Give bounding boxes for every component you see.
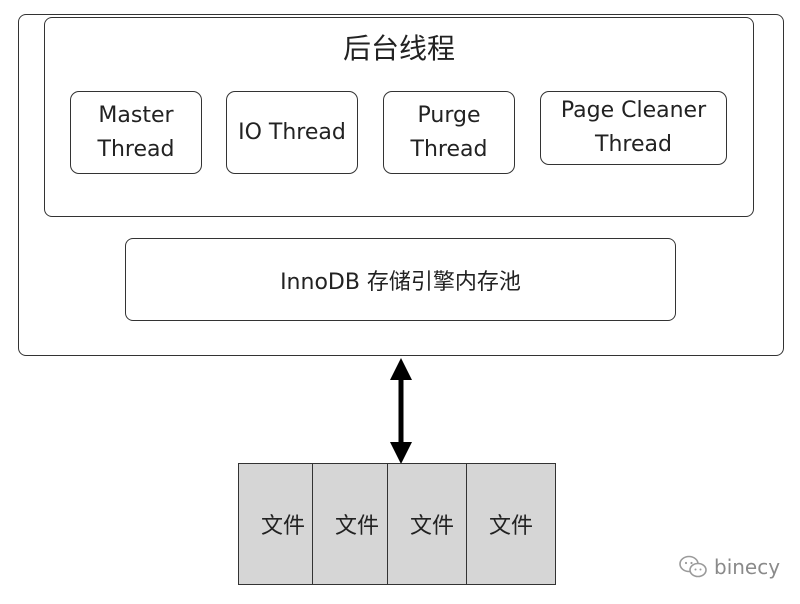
background-threads-title: 后台线程 bbox=[342, 32, 455, 65]
file-label: 文件 bbox=[334, 514, 379, 539]
thread-box-purge: Purge Thread bbox=[383, 91, 515, 174]
thread-label-line1: Purge bbox=[417, 102, 481, 128]
watermark-text: binecy bbox=[714, 555, 781, 579]
memory-pool-label: InnoDB 存储引擎内存池 bbox=[280, 269, 521, 295]
file-label: 文件 bbox=[488, 514, 533, 539]
thread-label-line1: IO Thread bbox=[238, 119, 346, 145]
background-threads-box: 后台线程 Master Thread IO Thread Purge Threa… bbox=[44, 17, 754, 217]
bidirectional-arrow bbox=[390, 358, 412, 464]
file-label: 文件 bbox=[409, 514, 454, 539]
watermark: binecy bbox=[678, 554, 780, 580]
file-label: 文件 bbox=[260, 514, 305, 539]
thread-label-line1: Page Cleaner bbox=[560, 98, 707, 123]
thread-label-line1: Master bbox=[98, 102, 174, 128]
thread-label-line2: Thread bbox=[410, 136, 488, 162]
thread-box-io: IO Thread bbox=[226, 91, 358, 174]
file-box: 文件 bbox=[466, 463, 556, 585]
memory-pool-box: InnoDB 存储引擎内存池 bbox=[125, 238, 676, 321]
thread-box-master: Master Thread bbox=[70, 91, 202, 174]
arrow-head-down bbox=[390, 442, 412, 464]
thread-label-line2: Thread bbox=[595, 132, 672, 157]
thread-label-line2: Thread bbox=[97, 136, 175, 162]
arrow-head-up bbox=[390, 358, 412, 380]
file-box: 文件 bbox=[387, 463, 477, 585]
thread-box-page-cleaner: Page Cleaner Thread bbox=[540, 91, 727, 165]
wechat-icon bbox=[679, 555, 707, 578]
